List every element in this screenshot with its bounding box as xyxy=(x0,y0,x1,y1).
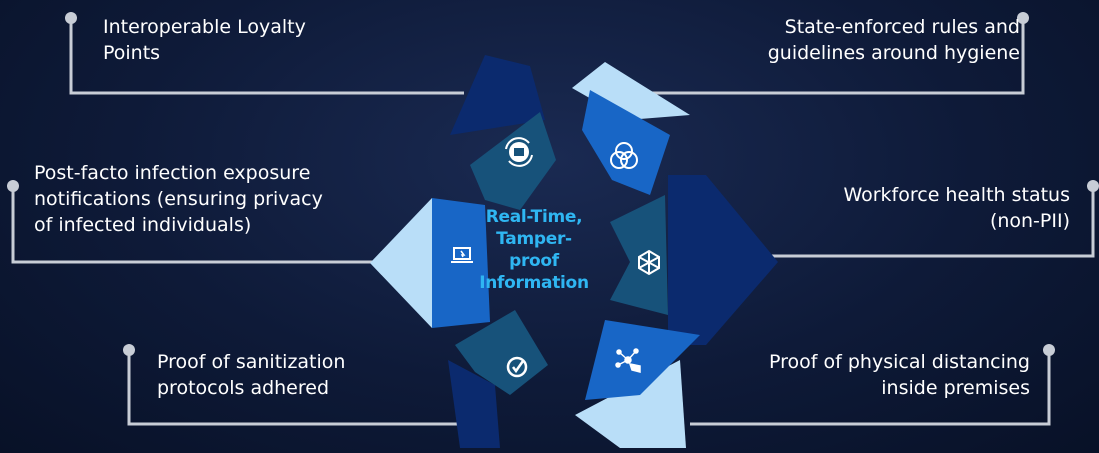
connector-bottom-right xyxy=(690,350,1051,426)
label-line: of infected individuals) xyxy=(34,214,252,236)
label-line: notifications (ensuring privacy xyxy=(34,188,323,210)
connector-top-left xyxy=(69,18,464,95)
connector-dot-bottom-right xyxy=(1043,344,1055,356)
arrow-right-dark xyxy=(668,175,778,345)
piece-bottom-right-blue xyxy=(585,320,700,400)
center-title: Real-Time, Tamper-proof Information xyxy=(478,206,590,294)
arrow-left-light xyxy=(370,198,432,328)
label-top-left: Interoperable Loyalty Points xyxy=(103,14,383,66)
label-line: protocols adhered xyxy=(157,377,330,399)
connector-bottom-left xyxy=(127,350,462,426)
label-line: Workforce health status xyxy=(843,184,1070,206)
label-top-right: State-enforced rules and guidelines arou… xyxy=(700,14,1020,66)
connector-dot-top-left xyxy=(65,12,77,24)
connector-mid-left xyxy=(11,186,386,264)
connector-dot-mid-right xyxy=(1087,180,1099,192)
label-line: Interoperable Loyalty xyxy=(103,16,306,38)
sync-icon xyxy=(505,137,533,167)
center-line: Real-Time, xyxy=(485,207,583,227)
center-line: Tamper-proof xyxy=(496,229,572,271)
label-line: (non-PII) xyxy=(989,210,1070,232)
arrow-bottom-right-light xyxy=(575,360,686,448)
arrow-bottom-left-dark xyxy=(448,360,500,448)
network-hand-icon xyxy=(615,348,641,373)
label-mid-left: Post-facto infection exposure notificati… xyxy=(34,160,384,238)
label-line: Post-facto infection exposure xyxy=(34,162,311,184)
label-line: guidelines around hygiene xyxy=(767,42,1020,64)
connector-top-right xyxy=(603,18,1025,95)
piece-bottom-left-teal xyxy=(455,310,548,395)
connector-dot-bottom-left xyxy=(123,344,135,356)
label-line: Proof of sanitization xyxy=(157,351,346,373)
label-bottom-right: Proof of physical distancing inside prem… xyxy=(700,349,1030,401)
label-bottom-left: Proof of sanitization protocols adhered xyxy=(157,349,437,401)
arrow-top-left-dark xyxy=(450,55,545,135)
label-line: Proof of physical distancing xyxy=(769,351,1030,373)
venn-icon xyxy=(610,142,638,169)
arrow-top-right-light xyxy=(572,62,690,120)
piece-top-left-teal xyxy=(470,112,556,210)
connector-dot-mid-left xyxy=(7,180,19,192)
label-mid-right: Workforce health status (non-PII) xyxy=(760,182,1070,234)
center-line: Information xyxy=(479,273,589,293)
label-line: Points xyxy=(103,42,161,64)
connector-dot-top-right xyxy=(1017,12,1029,24)
label-line: inside premises xyxy=(881,377,1030,399)
hexagon-network-icon xyxy=(638,249,660,276)
label-line: State-enforced rules and xyxy=(784,16,1020,38)
laptop-icon xyxy=(451,247,473,263)
check-circle-icon xyxy=(506,356,528,378)
piece-right-teal xyxy=(610,195,668,315)
connector-mid-right xyxy=(770,186,1095,258)
